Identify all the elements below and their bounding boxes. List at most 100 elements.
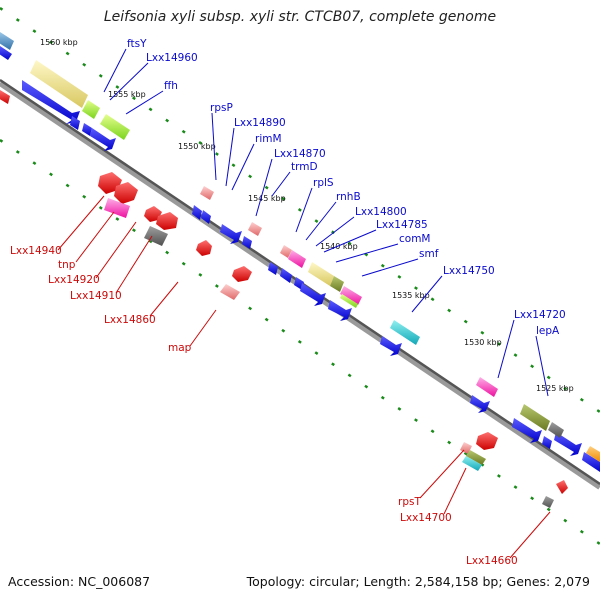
leader-line [211,112,217,181]
gene-arrow [242,236,252,249]
leader-line [109,62,149,101]
gene-label-Lxx14750[interactable]: Lxx14750 [443,265,495,277]
gene-arrow [582,452,600,472]
gene-arrow [470,395,490,413]
gene-arrow [232,266,252,282]
gene-label-Lxx14720[interactable]: Lxx14720 [514,309,566,321]
gene-arrow [0,46,12,60]
gene-label-rplS[interactable]: rplS [313,177,334,189]
leader-line [305,201,337,241]
gene-label-Lxx14870[interactable]: Lxx14870 [274,148,326,160]
gene-arrow [156,212,178,230]
feature-band-green [340,294,358,308]
feature-band-yellow [30,60,88,108]
gene-label-smf[interactable]: smf [419,248,439,260]
feature-band-salmon [220,284,240,300]
kbp-tick-label: 1530 kbp [464,338,502,347]
kbp-tick-label: 1545 kbp [248,194,286,203]
gene-label-ftsY[interactable]: ftsY [127,38,147,50]
feature-band-salmon [200,186,214,200]
leader-line [535,335,549,397]
feature-band-pink [340,286,362,305]
gene-label-Lxx14700[interactable]: Lxx14700 [400,512,452,524]
leader-line [189,309,217,347]
leader-line [115,235,153,294]
kbp-tick-label: 1555 kbp [108,90,146,99]
gene-arrow [0,90,10,104]
leader-line [255,158,273,217]
kbp-tick-label: 1550 kbp [178,142,216,151]
leader-line [497,319,515,379]
gene-label-Lxx14860[interactable]: Lxx14860 [104,314,156,326]
feature-band-olive [466,450,486,465]
gene-label-map[interactable]: map [168,342,192,354]
inner-track [0,138,600,546]
forward-gene-label-texts: ftsY Lxx14960 ffh rpsP Lxx14890 rimM Lxx… [127,38,566,337]
gene-arrow [280,268,292,283]
leader-line [361,258,419,277]
leader-line [103,48,127,93]
leader-line [411,275,443,313]
gene-arrow [220,224,242,244]
gene-arrow [542,436,552,449]
gene-arrow [82,123,92,136]
leader-line [419,449,465,499]
reverse-gene-label-texts: Lxx14940 tnp Lxx14920 Lxx14910 Lxx14860 … [10,245,518,567]
gene-label-rpsT[interactable]: rpsT [398,496,421,508]
gene-label-tnp[interactable]: tnp [58,259,76,271]
feature-band-pink [288,250,306,268]
gene-label-Lxx14920[interactable]: Lxx14920 [48,274,100,286]
gene-label-Lxx14785[interactable]: Lxx14785 [376,219,428,231]
gene-arrow [554,432,582,456]
gene-label-Lxx14910[interactable]: Lxx14910 [70,290,122,302]
feature-band-teal [390,320,420,345]
kbp-tick-label: 1535 kbp [392,291,430,300]
gene-arrow [201,210,211,224]
gene-arrow [512,418,542,443]
leader-line [57,195,105,251]
gene-label-lepA[interactable]: lepA [536,325,560,337]
feature-band-pink [476,377,498,397]
leader-line [315,216,355,247]
leader-line [225,127,235,187]
leader-line [75,211,115,263]
feature-band-olive [330,276,344,292]
forward-feature-bands [0,32,600,462]
kbp-tick-labels: 1560 kbp 1555 kbp 1550 kbp 1545 kbp 1540… [40,38,574,393]
feature-band-gray [144,226,168,246]
gene-label-trmD[interactable]: trmD [291,161,318,173]
feature-band-teal [462,456,482,471]
leader-line [271,171,291,197]
leader-line [509,511,551,559]
feature-band-gray [548,422,564,438]
feature-band-salmon [248,222,262,236]
gene-label-ffh[interactable]: ffh [164,80,178,92]
map-title: Leifsonia xyli subsp. xyli str. CTCB07, … [103,9,497,25]
kbp-tick-label: 1525 kbp [536,384,574,393]
gene-label-Lxx14960[interactable]: Lxx14960 [146,52,198,64]
leader-line [95,221,137,279]
feature-band-green [82,100,100,119]
feature-band-orange [586,446,600,462]
gene-arrow [70,116,80,130]
gene-label-rimM[interactable]: rimM [255,133,282,145]
gene-label-comM[interactable]: comM [399,233,431,245]
gene-label-Lxx14660[interactable]: Lxx14660 [466,555,518,567]
feature-band-steel [0,32,14,50]
feature-band-olive [520,404,550,431]
gene-label-rnhB[interactable]: rnhB [336,191,361,203]
gene-arrow [328,300,352,321]
gene-label-Lxx14800[interactable]: Lxx14800 [355,206,407,218]
gene-label-rpsP[interactable]: rpsP [210,102,233,114]
gene-arrow [476,432,498,450]
kbp-tick-label: 1540 kbp [320,242,358,251]
forward-gene-arrows [0,46,600,472]
forward-gene-labels [103,48,549,397]
gene-label-Lxx14940[interactable]: Lxx14940 [10,245,62,257]
gene-arrow [90,128,116,151]
leader-line [231,143,255,191]
feature-band-salmon [280,245,292,258]
gene-arrow [22,80,80,124]
leader-line [125,90,164,115]
gene-label-Lxx14890[interactable]: Lxx14890 [234,117,286,129]
